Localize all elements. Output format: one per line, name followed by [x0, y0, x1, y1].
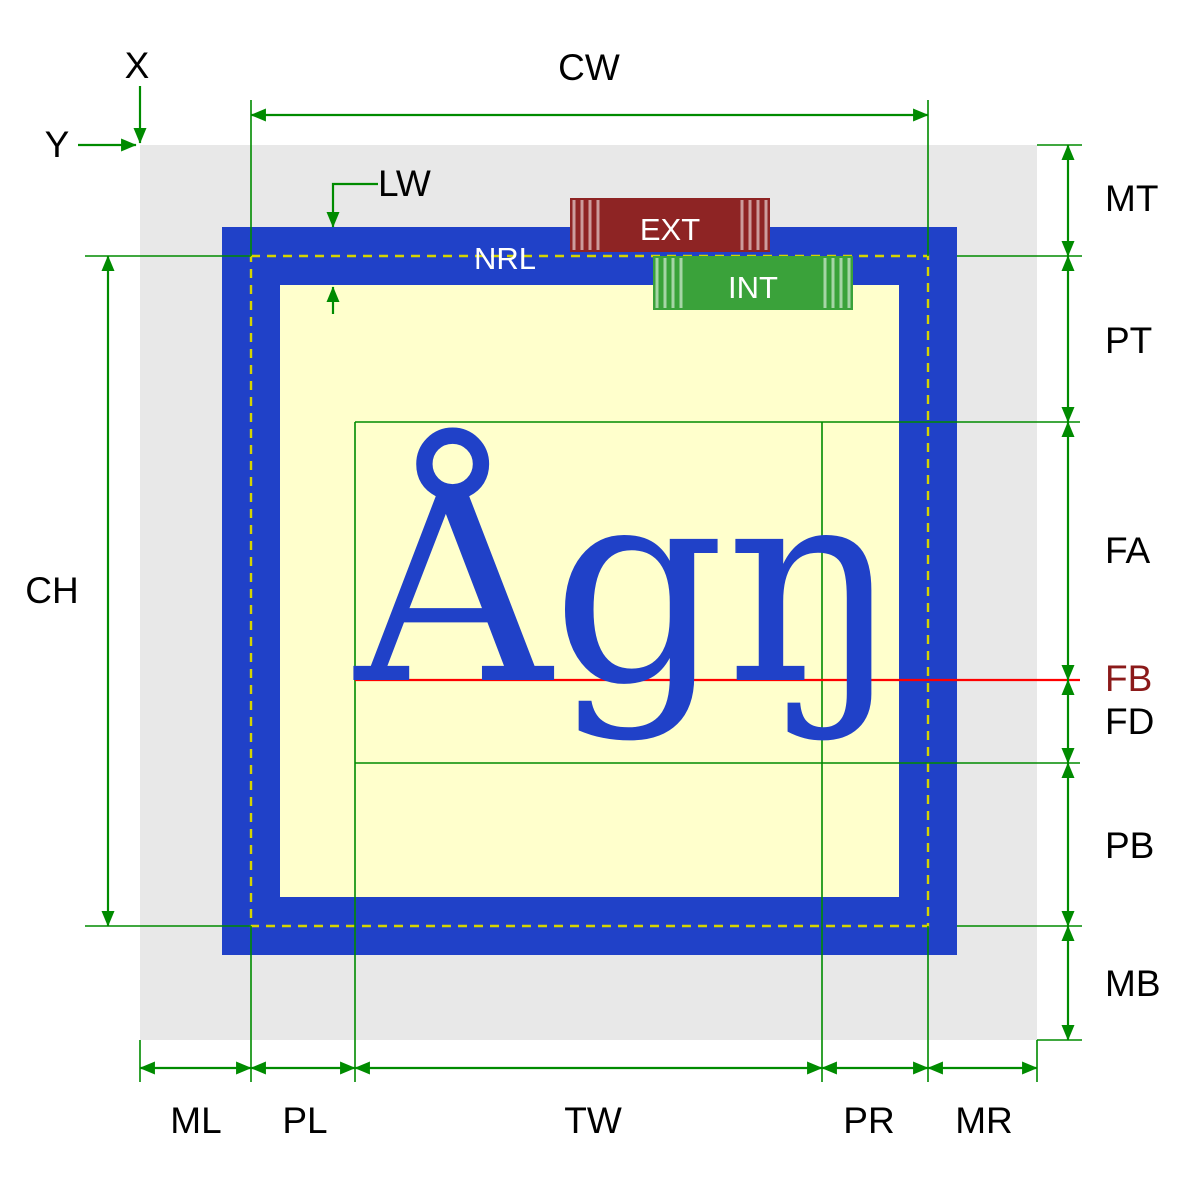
pointer-arrows	[78, 86, 378, 314]
tw-label: TW	[564, 1100, 622, 1141]
sample-glyphs-text: Ågŋ	[351, 425, 901, 745]
internal-leading-box	[653, 256, 853, 310]
mt-label: MT	[1105, 178, 1158, 219]
ch-label: CH	[25, 570, 78, 611]
external-leading-hatch	[572, 200, 768, 250]
mr-label: MR	[955, 1100, 1013, 1141]
fa-label: FA	[1105, 530, 1151, 571]
ml-label: ML	[170, 1100, 221, 1141]
ext-label: EXT	[640, 212, 700, 247]
fb-label: FB	[1105, 658, 1152, 699]
pr-label: PR	[843, 1100, 894, 1141]
extension-lines	[85, 100, 1082, 1082]
padding-area-rect	[280, 285, 899, 897]
lw-upper-arrow	[326, 182, 378, 228]
y-label: Y	[45, 124, 70, 165]
diagram-labels: X Y CW LW NRL EXT INT MT PT FA FB FD PB …	[25, 45, 1160, 1141]
int-label: INT	[728, 270, 778, 305]
pb-label: PB	[1105, 825, 1154, 866]
x-label: X	[125, 45, 150, 86]
internal-leading-hatch	[655, 258, 851, 308]
dimension-lines	[101, 108, 1075, 1075]
fd-label: FD	[1105, 701, 1154, 742]
external-leading-box	[570, 198, 770, 252]
cw-label: CW	[558, 47, 620, 88]
pl-label: PL	[282, 1100, 327, 1141]
nrl-label: NRL	[474, 241, 536, 276]
lw-label: LW	[378, 163, 431, 204]
pt-label: PT	[1105, 320, 1152, 361]
nrl-dashed-outline	[249, 254, 930, 928]
internal-leading-group	[653, 256, 853, 310]
mb-label: MB	[1105, 963, 1161, 1004]
external-leading-group	[570, 198, 770, 252]
